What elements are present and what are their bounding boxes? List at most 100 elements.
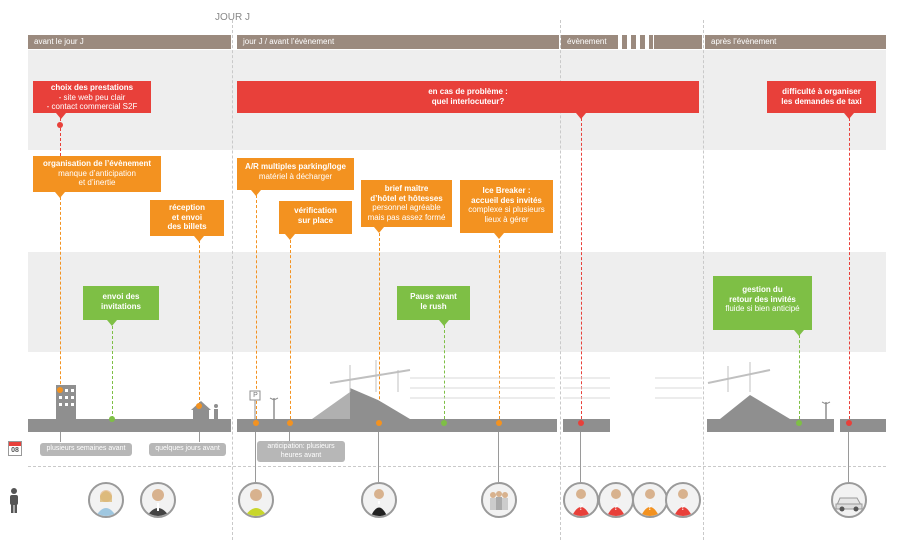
callout-tail [576,113,586,119]
callout-title: difficulté à organiser les demandes de t… [781,87,862,106]
timeline-dot [441,420,447,426]
callout-tail [56,113,66,119]
callout-tail [285,234,295,240]
callout-tail [194,236,204,242]
callout-body: manque d’anticipation et d’inertie [58,168,136,188]
line-pill-jours [199,432,200,442]
line-avatar-taxi [848,426,849,482]
phase-avant-jour-j: avant le jour J [28,35,231,49]
jour-j-label: JOUR J [215,12,250,23]
separator-apres [703,20,704,540]
timeline-dot [253,420,259,426]
separator-avatars [28,466,886,467]
callout-taxi: difficulté à organiser les demandes de t… [767,81,876,113]
timeline-dot [496,420,502,426]
line-pill-semaines [60,432,61,442]
callout-title: choix des prestations [50,83,134,92]
svg-text:?: ? [579,503,584,513]
line-avatar-evenement [580,426,581,482]
stadium-icon [312,360,702,419]
avatar-taxi [831,482,867,518]
svg-text:?: ? [614,503,619,513]
callout-brief: brief maître d’hôtel et hôtesses personn… [361,180,452,227]
callout-title: vérification sur place [294,206,337,225]
callout-title: réception et envoi des billets [167,203,207,231]
callout-title: organisation de l’évènement [42,159,152,168]
callout-body: fluide si bien anticipé [725,304,800,313]
avatar-invite-4: ? [665,482,701,518]
avatar-maitre-hotel [361,482,397,518]
phase-jour-j: jour J / avant l’évènement [237,35,559,49]
callout-title: Pause avant le rush [410,292,457,311]
line-parking [256,195,257,419]
callout-title: envoi des invitations [100,292,141,311]
person-icon [10,488,18,513]
callout-title: gestion du retour des invités [729,285,796,304]
callout-probleme: en cas de problème : quel interlocuteur? [237,81,699,113]
separator-evenement [560,20,561,540]
avatar-commercial [140,482,176,518]
line-retour [799,335,800,419]
callout-tail [251,190,261,196]
ground-apres [707,419,834,432]
callout-body: personnel agréable mais pas assez formé [367,203,446,222]
stadium-exterior-icon [707,362,831,419]
callout-tail [55,192,65,198]
ground-jour-j [237,419,557,432]
line-avatar-parking [255,426,256,482]
callout-body: matériel à décharger [258,171,333,181]
line-taxi [849,118,850,419]
callout-icebreaker: Ice Breaker : accueil des invités comple… [460,180,553,233]
timeline-dot [846,420,852,426]
callout-pause: Pause avant le rush [397,286,470,320]
callout-tail [794,330,804,336]
pill-semaines: plusieurs semaines avant [40,443,132,456]
timeline-dot [578,420,584,426]
callout-tail [439,320,449,326]
line-brief [379,233,380,419]
pill-heures: anticipation: plusieurs heures avant [257,441,345,462]
svg-text:?: ? [648,503,653,513]
timeline-dot [109,416,115,422]
callout-parking: A/R multiples parking/loge matériel à dé… [237,158,354,190]
callout-reception-billets: réception et envoi des billets [150,200,224,236]
line-organisation [60,197,61,419]
separator-jour-j [232,20,233,540]
callout-title: brief maître d’hôtel et hôtesses [370,184,443,203]
timeline-dot [287,420,293,426]
svg-text:?: ? [681,503,686,513]
line-probleme [581,118,582,419]
line-verification [290,240,291,419]
callout-title: A/R multiples parking/loge [245,162,346,171]
avatar-livreur [238,482,274,518]
house-icon [191,401,218,419]
parking-sign-label: P [253,392,258,399]
avatar-hotesses [481,482,517,518]
timeline-dot [196,403,202,409]
ground-evenement [563,419,610,432]
phase-break-stripes [613,35,653,49]
line-pill-heures [289,432,290,441]
avatar-assistante [88,482,124,518]
office-building-icon [56,385,76,419]
phase-evenement-tail [654,35,702,49]
callout-tail [494,233,504,239]
line-pause [444,325,445,419]
callout-verification: vérification sur place [279,201,352,234]
calendar-day: 08 [11,447,19,454]
avatar-invite-3: ? [632,482,668,518]
avatar-invite-1: ? [563,482,599,518]
avatar-invite-2: ? [598,482,634,518]
calendar-header [9,442,21,446]
timeline-dot [57,387,63,393]
callout-tail [107,320,117,326]
line-icebreaker [499,240,500,419]
marker-dot [57,122,63,128]
line-avatar-brief [378,426,379,482]
parking-sign-icon [249,390,261,419]
timeline-dot [376,420,382,426]
calendar-icon: 08 [8,441,22,456]
line-invitations [112,326,113,419]
scene-illustrations [56,360,831,419]
callout-title: Ice Breaker : accueil des invités [471,186,542,205]
